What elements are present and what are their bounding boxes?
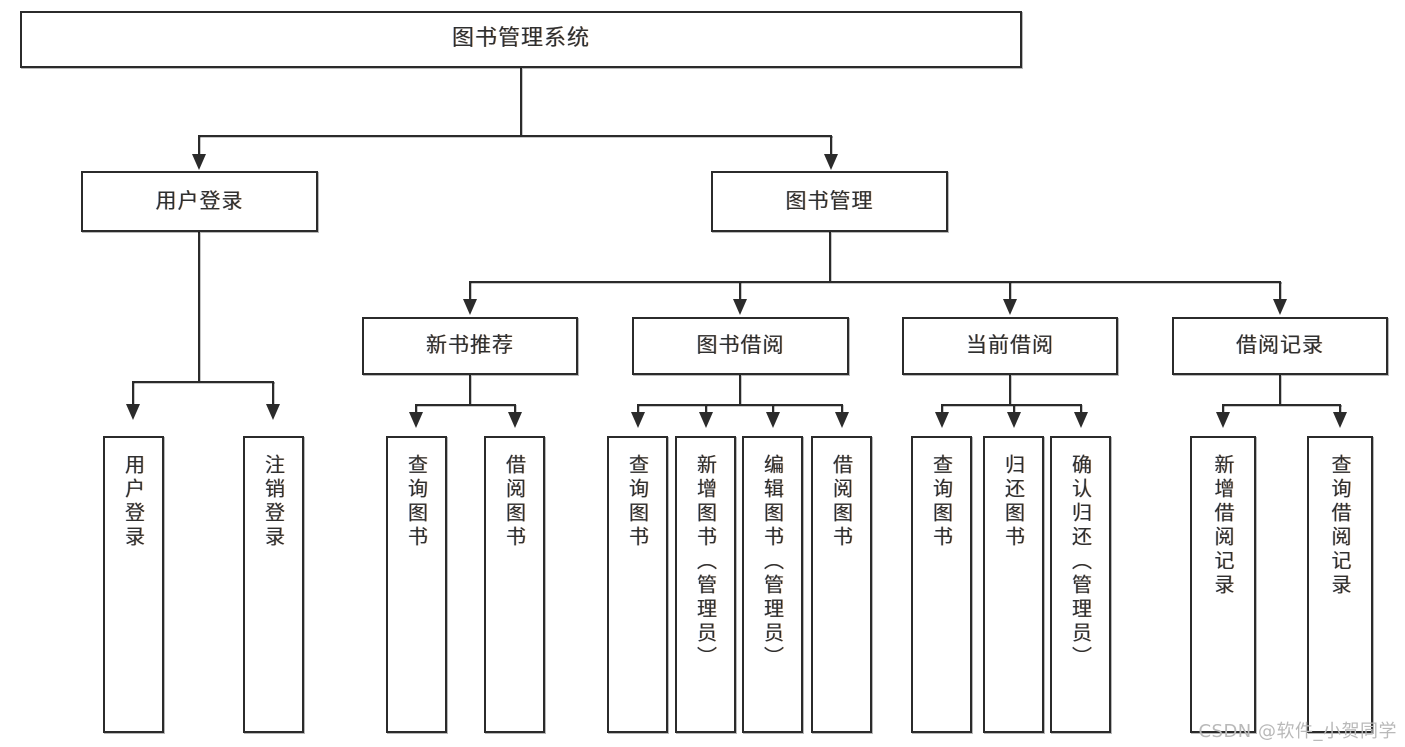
- connector-bm-drop-4: [1279, 281, 1281, 301]
- connector-bb-drop-2: [705, 404, 707, 414]
- node-leaf-user-logout-label: 注销登录: [261, 454, 286, 550]
- connector-bm-drop-3: [1009, 281, 1011, 301]
- arrow-to-leaf-user-logout: [266, 404, 280, 420]
- node-current-borrow-label: 当前借阅: [966, 333, 1054, 358]
- arrow-to-book-borrow: [733, 299, 747, 315]
- connector-ul-drop-2: [272, 381, 274, 406]
- arrow-to-leaf-query-book-3: [935, 412, 949, 428]
- arrow-to-borrow-record: [1273, 299, 1287, 315]
- node-borrow-record-label: 借阅记录: [1236, 333, 1324, 358]
- connector-borrowrecord-stem: [1279, 375, 1281, 405]
- connector-bb-drop-3: [772, 404, 774, 414]
- node-leaf-user-logout[interactable]: 注销登录: [243, 436, 304, 733]
- connector-ul-drop-1: [132, 381, 134, 406]
- connector-root-stem: [520, 68, 522, 136]
- node-leaf-query-record-label: 查询借阅记录: [1328, 454, 1352, 598]
- arrow-to-current-borrow: [1003, 299, 1017, 315]
- node-leaf-borrow-book-1-label: 借阅图书: [502, 454, 527, 550]
- arrow-to-user-login: [192, 154, 206, 170]
- node-leaf-confirm-return-admin-label: 确认归还（管理员）: [1068, 454, 1093, 670]
- arrow-to-leaf-query-record: [1333, 412, 1347, 428]
- node-borrow-record[interactable]: 借阅记录: [1172, 317, 1388, 375]
- connector-bm-drop-2: [739, 281, 741, 301]
- connector-root-bus: [198, 135, 832, 137]
- node-leaf-query-book-1[interactable]: 查询图书: [386, 436, 447, 733]
- connector-br-drop-1: [1222, 404, 1224, 414]
- node-book-borrow[interactable]: 图书借阅: [632, 317, 849, 375]
- arrow-to-leaf-confirm-return: [1074, 412, 1088, 428]
- node-current-borrow[interactable]: 当前借阅: [902, 317, 1118, 375]
- node-leaf-query-book-3-label: 查询图书: [929, 454, 954, 550]
- node-leaf-confirm-return-admin[interactable]: 确认归还（管理员）: [1050, 436, 1111, 733]
- node-user-login[interactable]: 用户登录: [81, 171, 318, 232]
- node-user-login-label: 用户登录: [155, 188, 244, 213]
- connector-userlogin-bus: [132, 381, 274, 383]
- node-leaf-query-book-2-label: 查询图书: [625, 454, 650, 550]
- arrow-to-leaf-add-record: [1216, 412, 1230, 428]
- node-leaf-return-book[interactable]: 归还图书: [983, 436, 1044, 733]
- arrow-to-leaf-query-book-2: [631, 412, 645, 428]
- node-leaf-edit-book-admin[interactable]: 编辑图书（管理员）: [742, 436, 803, 733]
- node-leaf-query-book-1-label: 查询图书: [404, 454, 429, 550]
- node-book-manage-label: 图书管理: [785, 188, 874, 213]
- node-leaf-query-book-2[interactable]: 查询图书: [607, 436, 668, 733]
- connector-bb-drop-1: [637, 404, 639, 414]
- node-root-label: 图书管理系统: [451, 26, 590, 52]
- connector-bookmanage-bus: [469, 281, 1281, 283]
- connector-newbook-bus: [415, 404, 515, 406]
- node-leaf-user-login[interactable]: 用户登录: [103, 436, 164, 733]
- arrow-to-leaf-edit-book: [766, 412, 780, 428]
- connector-root-drop-1: [198, 135, 200, 156]
- node-leaf-add-book-admin[interactable]: 新增图书（管理员）: [675, 436, 736, 733]
- node-book-borrow-label: 图书借阅: [696, 333, 785, 358]
- node-leaf-borrow-book-2[interactable]: 借阅图书: [811, 436, 872, 733]
- connector-userlogin-stem: [198, 232, 200, 382]
- connector-nb-drop-2: [514, 404, 516, 414]
- node-leaf-borrow-book-2-label: 借阅图书: [829, 454, 854, 550]
- connector-bb-drop-4: [841, 404, 843, 414]
- node-leaf-add-record-label: 新增借阅记录: [1211, 454, 1235, 598]
- connector-bookmanage-stem: [829, 232, 831, 282]
- node-leaf-add-book-admin-label: 新增图书（管理员）: [693, 454, 718, 670]
- node-root[interactable]: 图书管理系统: [20, 11, 1022, 68]
- node-leaf-query-record[interactable]: 查询借阅记录: [1307, 436, 1373, 733]
- node-leaf-add-record[interactable]: 新增借阅记录: [1190, 436, 1256, 733]
- connector-currentborrow-stem: [1009, 375, 1011, 405]
- node-leaf-return-book-label: 归还图书: [1001, 454, 1026, 550]
- connector-cb-drop-2: [1013, 404, 1015, 414]
- connector-cb-drop-3: [1080, 404, 1082, 414]
- arrow-to-new-book-recommend: [463, 299, 477, 315]
- node-new-book-recommend-label: 新书推荐: [426, 333, 514, 358]
- connector-br-drop-2: [1339, 404, 1341, 414]
- arrow-to-leaf-add-book: [699, 412, 713, 428]
- node-leaf-edit-book-admin-label: 编辑图书（管理员）: [760, 454, 785, 670]
- connector-borrowrecord-bus: [1222, 404, 1341, 406]
- connector-newbook-stem: [469, 375, 471, 405]
- arrow-to-leaf-borrow-book-2: [835, 412, 849, 428]
- node-book-manage[interactable]: 图书管理: [711, 171, 948, 232]
- connector-currentborrow-bus: [941, 404, 1081, 406]
- connector-bm-drop-1: [469, 281, 471, 301]
- connector-cb-drop-1: [941, 404, 943, 414]
- arrow-to-leaf-borrow-book-1: [508, 412, 522, 428]
- connector-bookborrow-stem: [739, 375, 741, 405]
- node-leaf-borrow-book-1[interactable]: 借阅图书: [484, 436, 545, 733]
- node-leaf-user-login-label: 用户登录: [121, 454, 146, 550]
- connector-bookborrow-bus: [637, 404, 842, 406]
- connector-root-drop-2: [830, 135, 832, 156]
- arrow-to-leaf-query-book-1: [409, 412, 423, 428]
- node-new-book-recommend[interactable]: 新书推荐: [362, 317, 578, 375]
- arrow-to-leaf-user-login: [126, 404, 140, 420]
- arrow-to-book-manage: [824, 154, 838, 170]
- arrow-to-leaf-return-book: [1007, 412, 1021, 428]
- node-leaf-query-book-3[interactable]: 查询图书: [911, 436, 972, 733]
- connector-nb-drop-1: [415, 404, 417, 414]
